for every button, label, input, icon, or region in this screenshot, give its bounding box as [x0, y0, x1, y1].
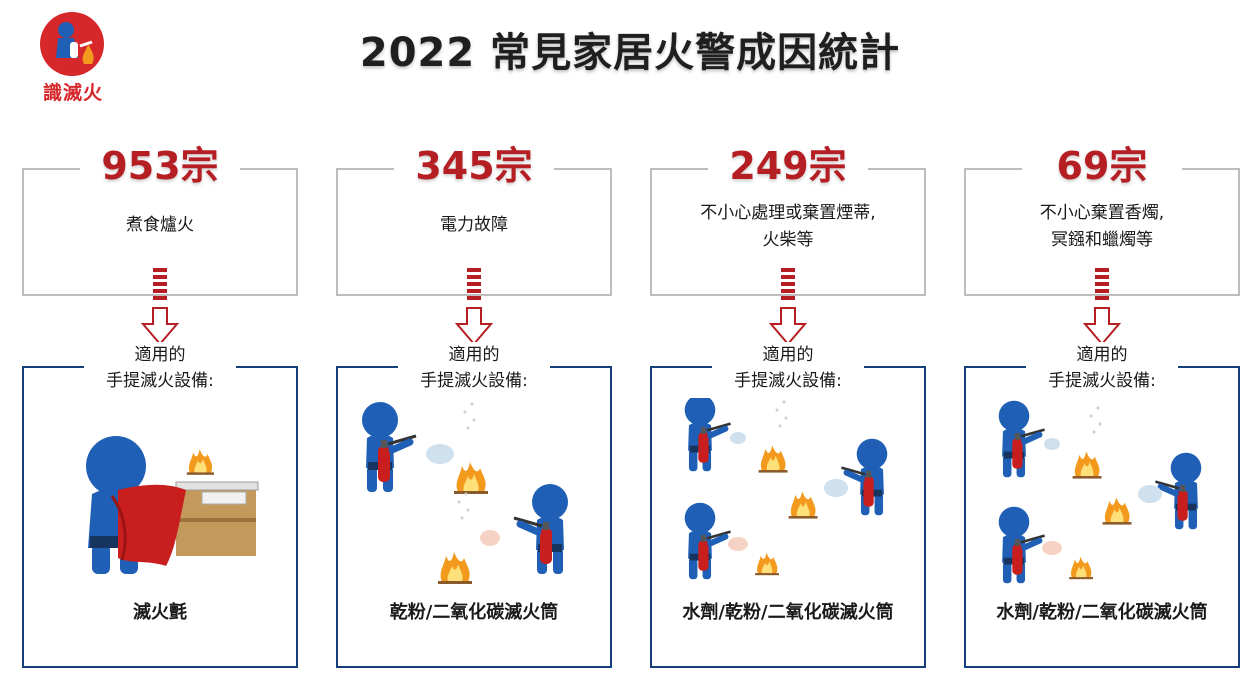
fire-blanket-icon: [118, 484, 186, 566]
page-title: 2022 常見家居火警成因統計: [359, 30, 901, 76]
equipment-type: 水劑/乾粉/二氧化碳滅火筒: [996, 602, 1208, 623]
firefighter-logo-icon: [40, 12, 104, 76]
cause-text: 電力故障: [440, 215, 508, 235]
incident-count: 249宗: [729, 144, 847, 188]
incident-count: 345宗: [415, 144, 533, 188]
cause-text: 不小心處理或棄置煙蒂, 火柴等: [700, 203, 876, 250]
equipment-type: 水劑/乾粉/二氧化碳滅火筒: [682, 602, 894, 623]
cause-text: 不小心棄置香燭, 冥鏹和蠟燭等: [1039, 203, 1165, 250]
fire-blanket-scene: [86, 436, 259, 574]
three-extinguisher-scene: [968, 398, 1236, 594]
down-arrow-icon: [456, 268, 492, 345]
down-arrow-icon: [1084, 268, 1120, 345]
stat-column-2: 345宗 電力故障 適用的 手提滅火設備: 乾粉/二氧化碳滅火筒: [336, 0, 612, 688]
equipment-label: 適用的 手提滅火設備:: [84, 342, 236, 398]
two-extinguisher-scene: [340, 398, 608, 584]
equipment-type: 滅火氈: [133, 602, 187, 623]
logo-text: 識滅火: [42, 82, 103, 104]
equipment-label: 適用的 手提滅火設備:: [398, 342, 550, 398]
stat-column-3: 249宗 不小心處理或棄置煙蒂, 火柴等 適用的 手提滅火設備: 水劑/乾粉/二…: [650, 0, 926, 688]
down-arrow-icon: [770, 268, 806, 345]
cause-text: 煮食爐火: [126, 215, 194, 235]
logo: 識滅火: [34, 12, 112, 104]
stat-column-1: 953宗 煮食爐火 適用的 手提滅火設備: 滅火氈: [22, 0, 298, 688]
equipment-type: 乾粉/二氧化碳滅火筒: [389, 602, 559, 623]
incident-count: 953宗: [101, 144, 219, 188]
equipment-label: 適用的 手提滅火設備:: [1026, 342, 1178, 398]
equipment-label: 適用的 手提滅火設備:: [712, 342, 864, 398]
incident-count: 69宗: [1056, 144, 1148, 188]
stat-column-4: 69宗 不小心棄置香燭, 冥鏹和蠟燭等 適用的 手提滅火設備: 水劑/乾粉/二氧…: [964, 0, 1240, 688]
down-arrow-icon: [142, 268, 178, 345]
three-extinguisher-scene: [654, 398, 922, 594]
